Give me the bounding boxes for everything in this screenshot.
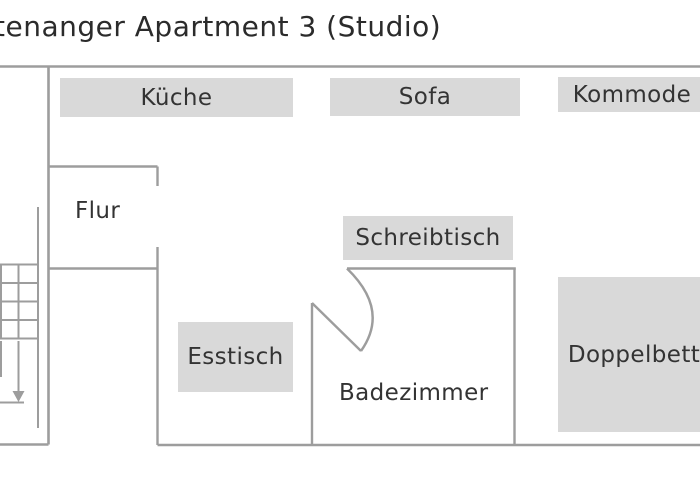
furniture-label: Doppelbett bbox=[567, 341, 700, 368]
furniture-sofa: Sofa bbox=[330, 78, 520, 116]
furniture-label: Küche bbox=[140, 84, 213, 111]
outer-walls bbox=[0, 65, 700, 447]
furniture-label: Kommode bbox=[572, 81, 692, 108]
furniture-label: Esstisch bbox=[187, 344, 284, 370]
bathroom-door-swing-arc bbox=[346, 267, 374, 352]
furniture-kommode: Kommode bbox=[558, 77, 700, 112]
furniture-doppelbett: Doppelbett bbox=[558, 277, 700, 432]
bathroom-door-leaf bbox=[311, 302, 362, 352]
room-label-flur: Flur bbox=[75, 198, 121, 224]
room-label-badezimmer: Badezimmer bbox=[339, 380, 489, 406]
page-title: tenanger Apartment 3 (Studio) bbox=[0, 10, 442, 43]
furniture-label: Sofa bbox=[398, 84, 452, 110]
flur-walls bbox=[48, 165, 159, 445]
furniture-kueche: Küche bbox=[60, 78, 293, 117]
furniture-label: Schreibtisch bbox=[355, 225, 501, 251]
furniture-schreibtisch: Schreibtisch bbox=[343, 216, 513, 260]
stair-down-arrow-icon bbox=[12, 391, 25, 402]
staircase bbox=[0, 207, 39, 428]
furniture-esstisch: Esstisch bbox=[178, 322, 293, 392]
badezimmer-walls bbox=[310, 267, 516, 445]
